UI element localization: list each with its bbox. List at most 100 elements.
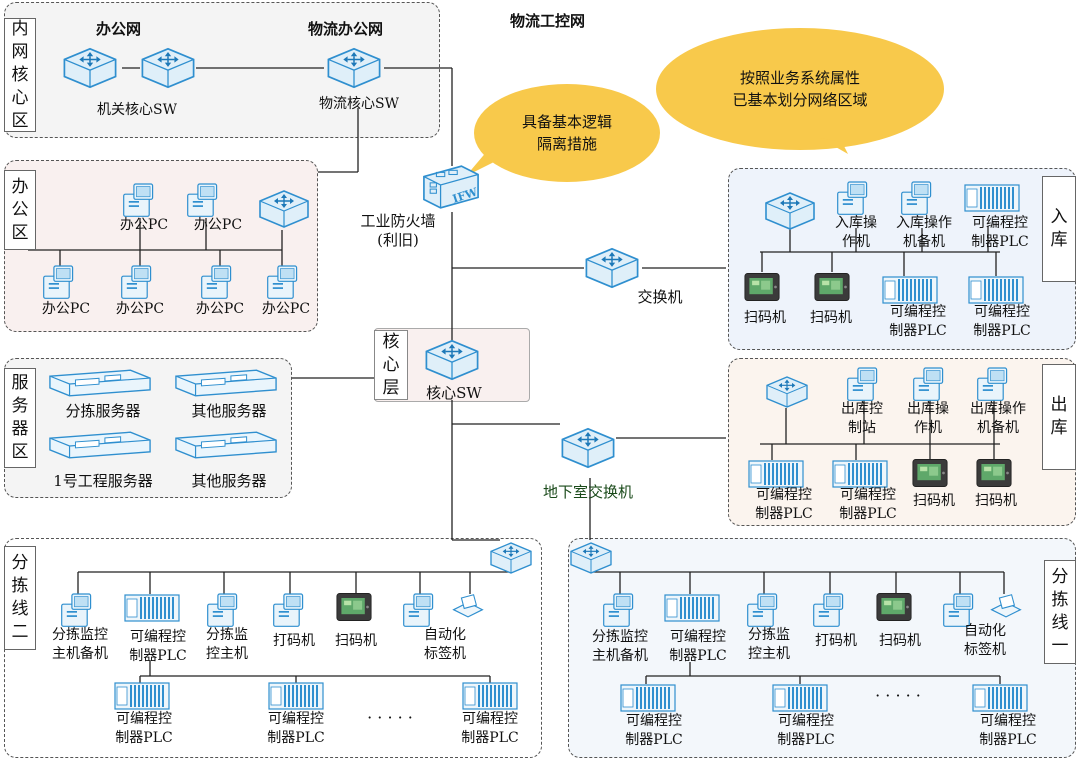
- outbound-switch-icon[interactable]: [762, 374, 812, 410]
- logistics-core-switch-icon[interactable]: [322, 46, 386, 90]
- inbound-plc-1-icon[interactable]: [964, 182, 1020, 212]
- core-sw-label: 核心SW: [426, 384, 482, 402]
- inbound-switch-icon[interactable]: [760, 190, 820, 232]
- line2-monitor-pc-icon[interactable]: [206, 592, 240, 630]
- basement-switch-icon[interactable]: [556, 426, 620, 470]
- line1-plc-1-label: 可编程控 制器PLC: [625, 713, 683, 748]
- firewall-label: 工业防火墙 (利旧): [360, 212, 436, 249]
- inbound-op-label: 入库操 作机: [835, 215, 877, 250]
- line2-plc-3-icon[interactable]: [462, 680, 518, 710]
- line1-plc-3-label: 可编程控 制器PLC: [979, 713, 1037, 748]
- office-pc-6-label: 办公PC: [261, 301, 311, 317]
- other-server-2-label: 其他服务器: [191, 472, 267, 490]
- line1-plc-main-icon[interactable]: [664, 592, 720, 622]
- outbound-op-pc-icon[interactable]: [912, 366, 946, 404]
- office-switch-icon[interactable]: [254, 188, 314, 230]
- logistics-core-sw-label: 物流核心SW: [319, 96, 399, 112]
- office-pc-5-icon[interactable]: [200, 264, 234, 302]
- line2-labeler-label: 自动化 标签机: [424, 627, 466, 662]
- main-switch-label: 交换机: [637, 288, 683, 306]
- outbound-station-pc-icon[interactable]: [846, 366, 880, 404]
- inbound-plc-3-icon[interactable]: [968, 274, 1024, 304]
- bubble-logic-isolation: 具备基本逻辑 隔离措施: [474, 84, 660, 182]
- inbound-plc-2-icon[interactable]: [882, 274, 938, 304]
- other-server-2-icon[interactable]: [172, 430, 280, 460]
- bubble-tail-2: [820, 138, 848, 154]
- inbound-zone-label: 入库: [1042, 176, 1076, 282]
- line1-scanner-label: 扫码机: [879, 633, 921, 649]
- outbound-op-label: 出库操 作机: [907, 401, 949, 436]
- line1-monitor-backup-label: 分拣监控 主机备机: [592, 629, 648, 664]
- line1-plc-1-icon[interactable]: [620, 682, 676, 712]
- line1-labeler-label: 自动化 标签机: [964, 623, 1006, 658]
- line1-plc-2-icon[interactable]: [772, 682, 828, 712]
- line2-plc-main-icon[interactable]: [124, 592, 180, 622]
- line1-printer-pc-icon[interactable]: [812, 592, 846, 630]
- core-switch-icon[interactable]: [420, 338, 484, 382]
- inbound-op-backup-pc-icon[interactable]: [900, 180, 934, 218]
- outbound-plc-2-icon[interactable]: [832, 458, 888, 488]
- line1-plc-3-icon[interactable]: [972, 682, 1028, 712]
- line2-monitor-backup-label: 分拣监控 主机备机: [52, 627, 108, 662]
- eng-server-icon[interactable]: [46, 430, 154, 460]
- inbound-op-pc-icon[interactable]: [836, 180, 870, 218]
- line2-monitor-backup-pc-icon[interactable]: [60, 592, 94, 630]
- line2-scanner-icon[interactable]: [336, 592, 372, 622]
- line1-printer-label: 打码机: [815, 633, 857, 649]
- line1-monitor-backup-pc-icon[interactable]: [602, 592, 636, 630]
- office-pc-5-label: 办公PC: [195, 301, 245, 317]
- line2-switch-icon[interactable]: [486, 540, 536, 576]
- office-pc-2-icon[interactable]: [186, 182, 220, 220]
- inbound-plc-3-label: 可编程控 制器PLC: [973, 304, 1031, 339]
- sorting-server-icon[interactable]: [46, 368, 154, 398]
- inbound-scanner-2-icon[interactable]: [814, 272, 850, 302]
- outbound-scanner-1-icon[interactable]: [912, 458, 948, 488]
- outbound-station-label: 出库控 制站: [841, 401, 883, 436]
- org-core-switch-b-icon[interactable]: [136, 46, 200, 90]
- main-switch-icon[interactable]: [580, 246, 644, 290]
- line2-labeler-icon[interactable]: [450, 592, 486, 622]
- server-zone-label: 服务器区: [4, 368, 36, 468]
- line1-monitor-pc-icon[interactable]: [746, 592, 780, 630]
- line1-zone-label: 分拣线一: [1044, 560, 1076, 664]
- line1-switch-icon[interactable]: [566, 540, 616, 576]
- office-pc-3-icon[interactable]: [42, 264, 76, 302]
- office-zone-label: 办公区: [4, 170, 36, 250]
- logistics-office-net-title: 物流办公网: [308, 20, 384, 38]
- line2-plc-2-icon[interactable]: [268, 680, 324, 710]
- outbound-plc-1-icon[interactable]: [748, 458, 804, 488]
- outbound-scanner-2-icon[interactable]: [976, 458, 1012, 488]
- line2-plc-main-label: 可编程控 制器PLC: [129, 629, 187, 664]
- bubble-network-divided: 按照业务系统属性 已基本划分网络区域: [656, 28, 944, 150]
- line1-scanner-icon[interactable]: [876, 592, 912, 622]
- org-core-sw-label: 机关核心SW: [97, 102, 177, 118]
- inbound-scanner-2-label: 扫码机: [810, 310, 852, 326]
- line2-printer-label: 打码机: [273, 633, 315, 649]
- line2-plc-3-label: 可编程控 制器PLC: [461, 711, 519, 746]
- line2-printer-pc-icon[interactable]: [272, 592, 306, 630]
- line1-labeler-icon[interactable]: [988, 592, 1024, 622]
- sorting-server-label: 分拣服务器: [65, 402, 141, 420]
- office-pc-3-label: 办公PC: [41, 301, 91, 317]
- line2-monitor-label: 分拣监 控主机: [206, 627, 248, 662]
- outbound-scanner-1-label: 扫码机: [913, 493, 955, 509]
- outbound-op-backup-pc-icon[interactable]: [976, 366, 1010, 404]
- outbound-plc-2-label: 可编程控 制器PLC: [839, 487, 897, 522]
- inbound-scanner-1-label: 扫码机: [744, 310, 786, 326]
- line2-plc-1-icon[interactable]: [114, 680, 170, 710]
- line2-labeler-pc-icon[interactable]: [402, 592, 436, 630]
- inbound-plc-1-label: 可编程控 制器PLC: [971, 215, 1029, 250]
- line1-monitor-label: 分拣监 控主机: [748, 627, 790, 662]
- line2-plc-2-label: 可编程控 制器PLC: [267, 711, 325, 746]
- line1-ellipsis: · · · · ·: [875, 686, 921, 705]
- other-server-1-icon[interactable]: [172, 368, 280, 398]
- line1-zone: [568, 538, 1076, 758]
- bubble-tail: [466, 150, 502, 176]
- office-pc-1-icon[interactable]: [122, 182, 156, 220]
- inbound-scanner-1-icon[interactable]: [744, 272, 780, 302]
- outbound-scanner-2-label: 扫码机: [975, 493, 1017, 509]
- org-core-switch-a-icon[interactable]: [58, 46, 122, 90]
- office-pc-4-icon[interactable]: [120, 264, 154, 302]
- office-pc-6-icon[interactable]: [266, 264, 300, 302]
